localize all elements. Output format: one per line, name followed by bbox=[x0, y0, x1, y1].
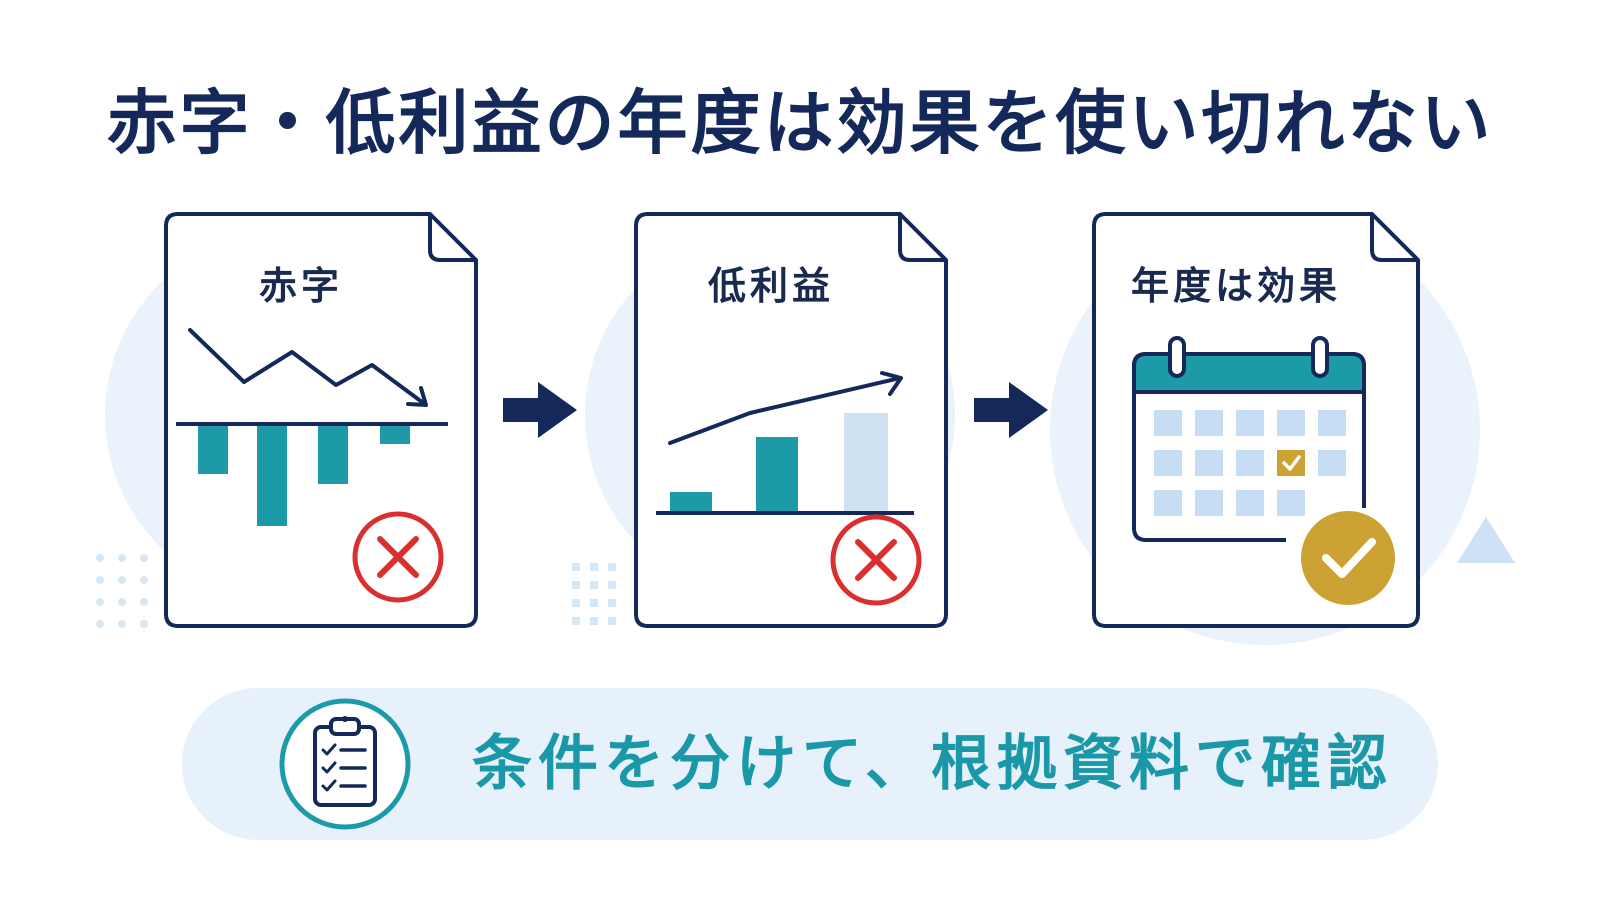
cross-icon bbox=[352, 511, 444, 603]
document-fold bbox=[1370, 214, 1418, 262]
arrow-head bbox=[880, 371, 903, 396]
decorative-triangle bbox=[1457, 517, 1515, 563]
bar bbox=[844, 413, 888, 512]
bar bbox=[318, 426, 348, 484]
calendar-icon bbox=[1132, 336, 1366, 542]
bar bbox=[257, 426, 287, 526]
card-label-low-profit: 低利益 bbox=[707, 264, 834, 308]
document-fold bbox=[898, 214, 946, 262]
bar bbox=[380, 426, 410, 444]
clipboard-checklist-icon bbox=[279, 698, 411, 830]
card-label-year-effect: 年度は効果 bbox=[1130, 264, 1341, 308]
check-icon bbox=[1301, 511, 1395, 605]
summary-banner: 条件を分けて、根拠資料で確認 bbox=[182, 688, 1438, 840]
decorative-dots-middle bbox=[572, 563, 616, 625]
card-year-effect bbox=[1092, 212, 1420, 628]
card-low-profit bbox=[634, 212, 948, 628]
arrow-head bbox=[406, 386, 428, 407]
cross-icon bbox=[830, 514, 922, 606]
bar bbox=[670, 492, 712, 512]
page-title: 赤字・低利益の年度は効果を使い切れない bbox=[106, 82, 1494, 164]
banner-text: 条件を分けて、根拠資料で確認 bbox=[472, 729, 1393, 799]
card-deficit bbox=[164, 212, 478, 628]
arrow-right-icon bbox=[503, 382, 577, 438]
card-label-deficit: 赤字 bbox=[258, 264, 343, 308]
rising-trend-line bbox=[668, 376, 902, 445]
declining-trend-line bbox=[188, 328, 424, 404]
bar bbox=[756, 437, 798, 512]
bar bbox=[198, 426, 228, 474]
document-fold bbox=[428, 214, 476, 262]
decorative-dots-left bbox=[96, 554, 148, 628]
arrow-right-icon bbox=[974, 382, 1048, 438]
